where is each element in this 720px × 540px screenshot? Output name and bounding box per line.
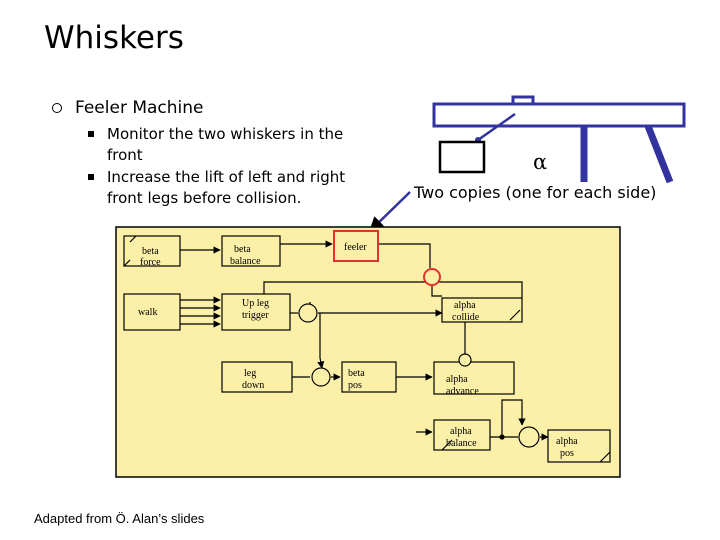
label-alpha-balance-1: alpha (450, 426, 472, 437)
label-alpha-advance-1: alpha (446, 374, 468, 385)
whisker-sensor-box (438, 140, 486, 174)
robot-leg (644, 124, 674, 184)
bullet-item-1-line-1: Monitor the two whiskers in the (107, 125, 344, 143)
slide-title: Whiskers (44, 20, 184, 56)
label-beta-force-2: force (140, 257, 161, 268)
walk-box (123, 293, 181, 331)
bullet-heading: Feeler Machine (75, 98, 204, 118)
alpha-symbol: α (533, 150, 548, 174)
up-leg-trigger-box (221, 293, 291, 331)
label-beta-pos-1: beta (348, 368, 365, 379)
suppressor-node (458, 353, 472, 367)
beta-force-box (123, 235, 181, 267)
label-alpha-balance-2: balance (446, 438, 477, 449)
bullet-circle-icon (52, 103, 62, 113)
label-beta-pos-2: pos (348, 380, 362, 391)
label-leg-down-2: down (242, 380, 264, 391)
alpha-advance-box (433, 361, 515, 395)
leg-down-box (221, 361, 293, 393)
alpha-balance-box (433, 419, 491, 451)
suppressor-node (311, 367, 331, 387)
feeler-box (333, 230, 379, 262)
suppressor-node (298, 303, 318, 323)
figure-caption: Two copies (one for each side) (414, 183, 657, 202)
diagram-panel (115, 226, 621, 478)
label-leg-down-1: leg (244, 368, 256, 379)
bullet-item-2-line-1: Increase the lift of left and right (107, 168, 346, 186)
label-alpha-collide-1: alpha (454, 300, 476, 311)
square-bullet-icon (88, 131, 94, 137)
label-feeler: feeler (344, 242, 367, 253)
bullet-item-1: Monitor the two whiskers in the front (107, 124, 357, 166)
suppressor-node-red (423, 268, 441, 286)
label-alpha-pos-2: pos (560, 448, 574, 459)
label-up-leg-trigger-2: trigger (242, 310, 269, 321)
beta-pos-box (341, 361, 397, 393)
label-beta-balance-1: beta (234, 244, 251, 255)
whisker-line (477, 112, 516, 142)
beta-balance-box (221, 235, 281, 267)
square-bullet-icon (88, 174, 94, 180)
suppressor-node (518, 426, 540, 448)
robot-illustration (432, 95, 686, 184)
label-beta-force-1: beta (142, 246, 159, 257)
label-walk: walk (138, 307, 157, 318)
pointer-arrow (368, 191, 411, 233)
label-alpha-collide-2: collide (452, 312, 480, 323)
robot-body (432, 102, 686, 128)
label-beta-balance-2: balance (230, 256, 261, 267)
label-alpha-pos-1: alpha (556, 436, 578, 447)
alpha-collide-box (441, 297, 523, 323)
label-alpha-advance-2: advance (446, 386, 479, 397)
alpha-pos-box (547, 429, 611, 463)
junction-dot (499, 434, 505, 440)
footer-credit: Adapted from Ö. Alan’s slides (34, 511, 205, 526)
label-up-leg-trigger-1: Up leg (242, 298, 269, 309)
bullet-item-2-line-2: front legs before collision. (107, 189, 302, 207)
bullet-item-1-line-2: front (107, 146, 143, 164)
wires (180, 240, 549, 441)
bullet-item-2: Increase the lift of left and right fron… (107, 167, 357, 209)
